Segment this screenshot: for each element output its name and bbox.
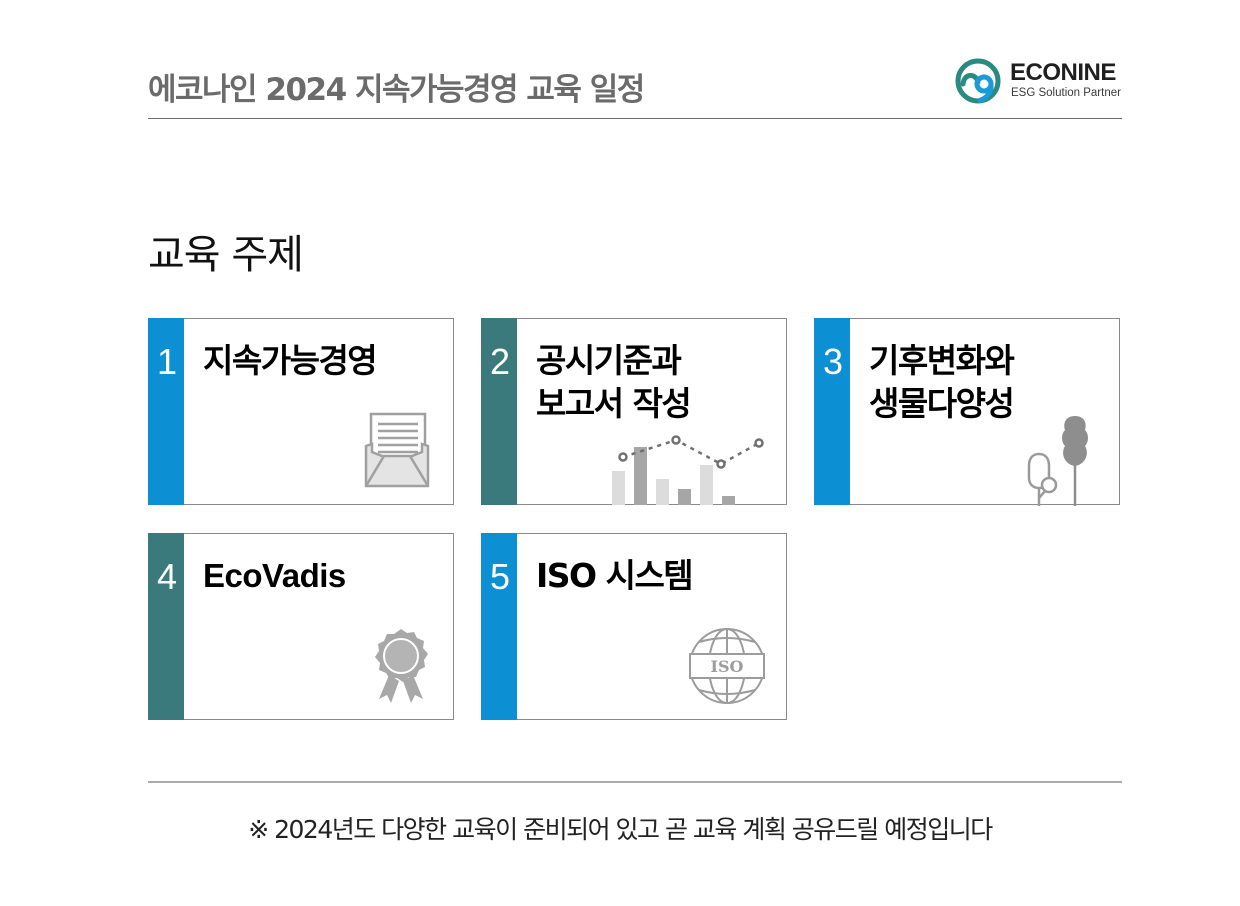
- topic-title-line: ISO 시스템: [536, 556, 694, 595]
- topic-title-line: 공시기준과: [536, 341, 682, 380]
- topic-title-line: 생물다양성: [869, 384, 1015, 423]
- topic-title-line: EcoVadis: [203, 557, 346, 594]
- topic-number: 3: [822, 341, 844, 382]
- topic-title-line: 기후변화와: [869, 341, 1015, 380]
- topic-title: ISO 시스템: [536, 554, 694, 597]
- topic-accent-bar: [148, 533, 184, 720]
- topic-number: 1: [156, 341, 178, 382]
- topic-number: 4: [156, 556, 178, 597]
- topic-title: 기후변화와 생물다양성: [869, 339, 1015, 425]
- econine-logo: ECONINE ESG Solution Partner: [954, 57, 1124, 107]
- topic-title: EcoVadis: [203, 554, 346, 597]
- logo-tagline: ESG Solution Partner: [1011, 87, 1121, 99]
- trees-icon: [1027, 416, 1088, 506]
- section-title: 교육 주제: [148, 232, 304, 278]
- iso-label: ISO: [711, 657, 744, 676]
- award-badge-icon: [375, 629, 428, 703]
- chart-icon: [612, 435, 764, 505]
- topic-accent-bar: [148, 318, 184, 505]
- topic-title-line: 지속가능경영: [203, 341, 378, 380]
- econine-logo-icon: [955, 58, 1001, 104]
- footer-divider: [148, 781, 1122, 783]
- topic-card-4: 4 EcoVadis: [148, 533, 454, 720]
- page-title: 에코나인 2024 지속가능경영 교육 일정: [148, 72, 645, 108]
- topic-title: 지속가능경영: [203, 339, 378, 382]
- topic-accent-bar: [481, 533, 517, 720]
- topic-card-5: 5 ISO 시스템 ISO: [481, 533, 787, 720]
- envelope-icon: [364, 412, 430, 488]
- topic-card-1: 1 지속가능경영: [148, 318, 454, 505]
- topic-number: 5: [489, 556, 511, 597]
- logo-name: ECONINE: [1010, 59, 1116, 86]
- topic-card-2: 2 공시기준과 보고서 작성: [481, 318, 787, 505]
- topic-title: 공시기준과 보고서 작성: [536, 339, 692, 425]
- iso-globe-icon: ISO: [689, 628, 765, 704]
- topic-number: 2: [489, 341, 511, 382]
- topic-accent-bar: [814, 318, 850, 505]
- topic-accent-bar: [481, 318, 517, 505]
- footer-note: ※ 2024년도 다양한 교육이 준비되어 있고 곧 교육 계획 공유드릴 예정…: [248, 815, 993, 844]
- topic-title-line: 보고서 작성: [536, 384, 692, 423]
- topic-card-3: 3 기후변화와 생물다양성: [814, 318, 1120, 506]
- header-divider: [148, 118, 1122, 119]
